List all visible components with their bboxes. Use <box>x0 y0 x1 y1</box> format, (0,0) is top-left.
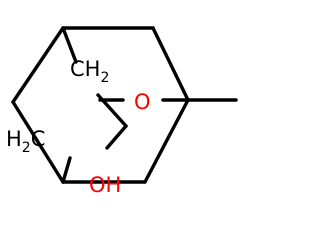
bond <box>143 98 190 184</box>
bond <box>61 26 78 64</box>
molecule-diagram: CH2 O H2C OH <box>6 26 238 197</box>
bond <box>105 124 128 150</box>
bond <box>61 156 72 184</box>
hydroxyl-label: OH <box>89 173 121 197</box>
bond <box>11 100 65 184</box>
oxygen-label: O <box>134 90 151 114</box>
ch2-top-label: CH2 <box>70 57 109 86</box>
bond <box>151 26 190 102</box>
molecule-svg: CH2 O H2C OH <box>6 26 238 197</box>
bond-group <box>11 26 238 184</box>
ch2-left-label: H2C <box>6 127 45 156</box>
bond <box>11 26 65 104</box>
